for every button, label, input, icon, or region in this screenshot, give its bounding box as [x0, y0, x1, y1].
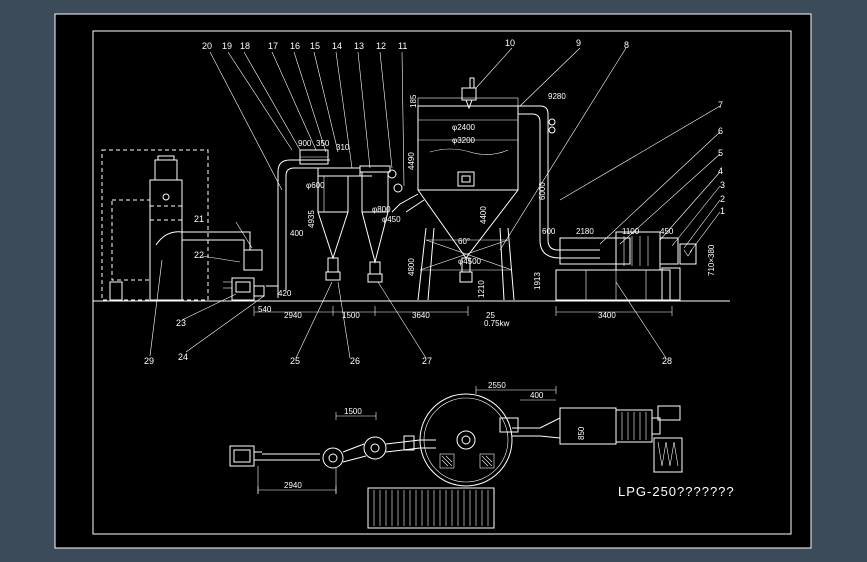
dim-4400: 4400: [479, 206, 488, 224]
exhaust-duct: [277, 149, 330, 298]
part-label-11: 11: [398, 41, 407, 51]
part-label-15: 15: [310, 41, 320, 51]
drawing-sheet-background: [54, 13, 812, 549]
plan-dim-2940: 2940: [284, 481, 302, 490]
part-label-12: 12: [376, 41, 386, 51]
dim-600-heater: 600: [542, 227, 556, 236]
plan-dim-850: 850: [577, 426, 586, 440]
part-label-14: 14: [332, 41, 342, 51]
part-label-10: 10: [505, 38, 515, 48]
dim-4490: 4490: [407, 152, 416, 170]
dim-310: 310: [336, 143, 350, 152]
air-heater: [555, 231, 697, 301]
plan-dim-400: 400: [530, 391, 544, 400]
dim-6000: 6000: [538, 182, 547, 200]
drawing-inner-frame: [92, 30, 792, 535]
elevation-view: 20 19 18 17 16 15 14 13 12 11 10 9 8 7 6…: [93, 38, 730, 366]
dim-185: 185: [409, 94, 418, 108]
dim-25: 25: [486, 311, 495, 320]
part-label-18: 18: [240, 41, 250, 51]
cyclone-separator-2: [359, 165, 403, 283]
dim-3640: 3640: [412, 311, 430, 320]
plan-dim-1500: 1500: [344, 407, 362, 416]
plan-dim-2550: 2550: [488, 381, 506, 390]
part-label-26: 26: [350, 356, 360, 366]
dim-800: φ800: [372, 205, 391, 214]
dim-600-cyclone: φ600: [306, 181, 325, 190]
part-label-6: 6: [718, 126, 723, 136]
part-label-17: 17: [268, 41, 278, 51]
dim-710x380: 710×380: [707, 244, 716, 276]
part-label-19: 19: [222, 41, 232, 51]
dim-2400: φ2400: [452, 123, 476, 132]
dim-3200: φ3200: [452, 136, 476, 145]
part-label-29: 29: [144, 356, 154, 366]
leader-lines-elevation: [149, 47, 721, 359]
dim-420: 420: [278, 289, 292, 298]
part-label-22: 22: [194, 250, 204, 260]
dim-9280: 9280: [548, 92, 566, 101]
part-label-20: 20: [202, 41, 212, 51]
dim-450-heater: 450: [660, 227, 674, 236]
plan-view: 2550 400 1500 2940 850: [229, 381, 683, 494]
elevation-dimension-lines: [253, 306, 673, 316]
dim-4800: 4800: [407, 258, 416, 276]
part-label-9: 9: [576, 38, 581, 48]
dim-900: 900: [298, 139, 312, 148]
dim-4935: 4935: [307, 210, 316, 228]
part-label-13: 13: [354, 41, 364, 51]
dim-2940-elev: 2940: [284, 311, 302, 320]
part-label-5: 5: [718, 148, 723, 158]
hot-air-duct: [518, 105, 600, 259]
dim-3400: 3400: [598, 311, 616, 320]
part-label-7: 7: [718, 100, 723, 110]
part-label-3: 3: [720, 180, 725, 190]
wet-scrubber: [101, 149, 251, 301]
dim-1913: 1913: [533, 272, 542, 290]
parts-list-block: [367, 487, 495, 529]
dim-4500: φ4500: [458, 257, 482, 266]
part-label-16: 16: [290, 41, 300, 51]
dim-1500-elev: 1500: [342, 311, 360, 320]
part-label-4: 4: [718, 166, 723, 176]
dim-1210: 1210: [477, 280, 486, 298]
dim-450-outlet: φ450: [382, 215, 401, 224]
dim-075kw: 0.75kw: [484, 319, 510, 328]
part-label-27: 27: [422, 356, 432, 366]
dim-1100: 1100: [622, 227, 640, 236]
part-label-1: 1: [720, 206, 725, 216]
dim-540: 540: [258, 305, 272, 314]
dim-350: 350: [316, 139, 330, 148]
dim-400-duct: 400: [290, 229, 304, 238]
part-label-8: 8: [624, 40, 629, 50]
dim-60deg: 60°: [458, 237, 470, 246]
part-label-24: 24: [178, 352, 188, 362]
part-label-21: 21: [194, 214, 204, 224]
part-label-25: 25: [290, 356, 300, 366]
part-label-28: 28: [662, 356, 672, 366]
drawing-title: LPG-250???????: [618, 484, 735, 499]
part-label-2: 2: [720, 194, 725, 204]
drying-tower: [391, 77, 519, 301]
dim-2180: 2180: [576, 227, 594, 236]
part-label-23: 23: [176, 318, 186, 328]
